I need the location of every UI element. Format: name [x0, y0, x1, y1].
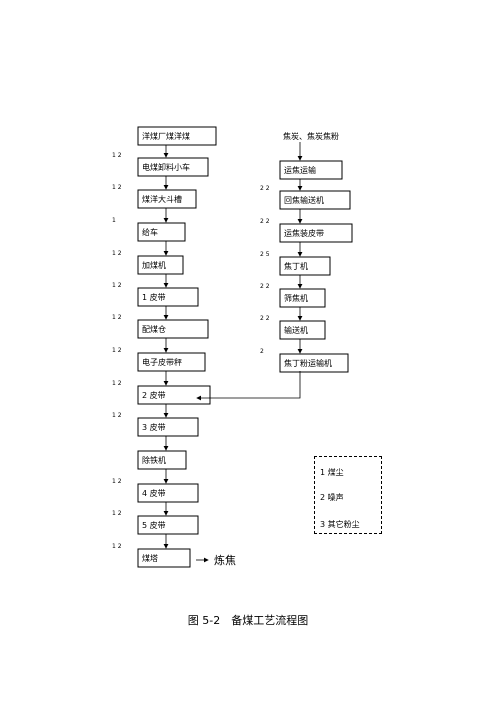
process-label: 运焦装皮带 — [284, 228, 324, 238]
process-box — [137, 189, 197, 209]
process-box — [137, 385, 211, 405]
process-step-left: 配煤仓 1 2 — [112, 314, 209, 353]
process-step-left: 电子皮带秤 1 2 — [112, 347, 206, 386]
merge-connector — [196, 371, 301, 401]
process-box — [279, 160, 343, 180]
process-label: 焦丁粉运输机 — [284, 358, 332, 368]
process-label: 电子皮带秤 — [142, 357, 182, 367]
process-box — [279, 256, 331, 276]
legend-item-other-dust: 3 其它粉尘 — [320, 520, 360, 529]
process-step-left: 除铁机 — [137, 450, 187, 484]
pollutant-marker: 1 2 — [112, 380, 122, 387]
right-column-header: 焦炭、焦炭焦粉 — [283, 131, 339, 141]
process-label: 洋煤厂煤洋煤 — [142, 131, 190, 141]
process-step-right: 筛焦机 2 2 — [260, 283, 326, 321]
process-box — [137, 319, 209, 339]
process-step-left: 4 皮带 1 2 — [112, 478, 199, 516]
pollutant-marker: 2 — [260, 348, 264, 355]
legend-box: 1 煤尘 2 噪声 3 其它粉尘 — [314, 456, 382, 534]
process-step-right: 焦丁粉运输机 2 — [260, 348, 349, 373]
process-step-left: 给车 1 — [112, 217, 186, 256]
process-box — [137, 287, 199, 307]
output-label: 炼焦 — [214, 554, 236, 567]
pollutant-marker: 2 2 — [260, 283, 270, 290]
process-step-left: 1 皮带 1 2 — [112, 282, 199, 320]
process-box — [279, 288, 326, 308]
process-label: 筛焦机 — [284, 293, 308, 303]
process-label: 2 皮带 — [142, 390, 166, 400]
process-box — [279, 223, 353, 243]
process-label: 煤洋大斗槽 — [142, 194, 182, 204]
process-step-right: 焦丁机 2 5 — [260, 251, 331, 289]
pollutant-marker: 1 2 — [112, 478, 122, 485]
pollutant-marker: 1 2 — [112, 250, 122, 257]
process-label: 回焦输送机 — [284, 195, 324, 205]
process-label: 4 皮带 — [142, 488, 166, 498]
process-step-left: 3 皮带 1 2 — [112, 412, 199, 451]
process-box — [137, 157, 209, 177]
figure-caption: 图 5-2 备煤工艺流程图 — [187, 614, 309, 627]
process-box — [279, 353, 349, 373]
process-step-right: 输送机 2 2 — [260, 315, 326, 354]
pollutant-marker: 1 2 — [112, 347, 122, 354]
process-label: 除铁机 — [142, 455, 166, 465]
pollutant-marker: 2 5 — [260, 251, 270, 258]
pollutant-marker: 1 2 — [112, 412, 122, 419]
process-box — [137, 222, 186, 242]
process-step-left: 电煤卸料小车 1 2 — [112, 152, 209, 190]
process-step-right: 回焦输送机 2 2 — [260, 185, 351, 224]
process-box — [137, 450, 187, 470]
legend-item-noise: 2 噪声 — [320, 493, 344, 502]
process-label: 给车 — [142, 227, 158, 237]
process-box — [279, 320, 326, 340]
process-step-left: 2 皮带 1 2 — [112, 380, 211, 418]
process-box — [137, 352, 206, 372]
process-label: 配煤仓 — [142, 324, 166, 334]
pollutant-marker: 2 2 — [260, 315, 270, 322]
process-step-left: 洋煤厂煤洋煤 — [137, 126, 217, 158]
process-step-left: 加煤机 1 2 — [112, 250, 184, 288]
process-box — [137, 515, 199, 535]
pollutant-marker: 1 2 — [112, 314, 122, 321]
process-label: 1 皮带 — [142, 292, 166, 302]
process-label: 运焦运输 — [284, 165, 316, 175]
process-step-left: 煤洋大斗槽 1 2 — [112, 184, 197, 223]
process-box — [137, 126, 217, 146]
process-box — [279, 190, 351, 210]
pollutant-marker: 1 — [112, 217, 116, 224]
pollutant-marker: 1 2 — [112, 152, 122, 159]
process-step-right: 运焦装皮带 2 2 — [260, 218, 353, 257]
pollutant-marker: 2 2 — [260, 218, 270, 225]
process-step-left: 煤塔 1 2 — [112, 543, 191, 568]
process-box — [137, 483, 199, 503]
process-step-right: 运焦运输 — [279, 160, 343, 191]
process-label: 输送机 — [284, 325, 308, 335]
process-box — [137, 417, 199, 437]
process-box — [137, 255, 184, 275]
pollutant-marker: 1 2 — [112, 543, 122, 550]
pollutant-marker: 1 2 — [112, 184, 122, 191]
process-label: 3 皮带 — [142, 422, 166, 432]
process-label: 焦丁机 — [284, 261, 308, 271]
process-label: 5 皮带 — [142, 520, 166, 530]
process-label: 电煤卸料小车 — [142, 162, 190, 172]
legend-item-coal-dust: 1 煤尘 — [320, 468, 344, 477]
process-step-left: 5 皮带 1 2 — [112, 510, 199, 549]
process-label: 加煤机 — [142, 260, 166, 270]
process-label: 煤塔 — [142, 553, 158, 563]
pollutant-marker: 1 2 — [112, 510, 122, 517]
pollutant-marker: 2 2 — [260, 185, 270, 192]
pollutant-marker: 1 2 — [112, 282, 122, 289]
process-box — [137, 548, 191, 568]
